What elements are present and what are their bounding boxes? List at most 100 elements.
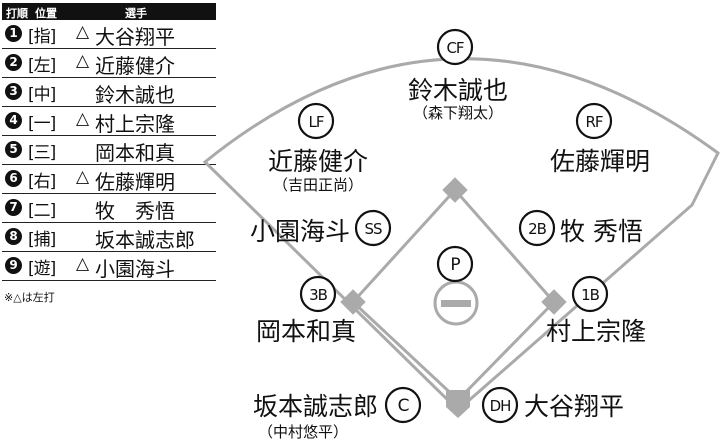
pitchers-plate [441,300,471,307]
position-cell: [中] [28,85,56,105]
third-base [340,289,366,315]
batting-order-badge: 7 [5,199,22,216]
second-base [442,177,468,203]
row-divider [2,135,216,136]
lineup-row: 3 [中] 鈴木誠也 [0,79,222,107]
player-name: 大谷翔平 [95,25,175,49]
position-cell: [遊] [28,259,56,279]
player-name: 近藤健介 [268,147,368,176]
position-rf: RF 佐藤輝明 [550,102,650,176]
position-2b: 2B 牧 秀悟 [518,209,643,247]
row-divider [2,251,216,252]
position-ss: SS 小園海斗 [250,209,392,247]
batting-order-badge: 5 [5,141,22,158]
lineup-header: 打順 位置 選手 [2,3,216,20]
position-code: RF [585,113,602,131]
left-hand-mark: △ [76,254,90,274]
position-cell: [指] [28,27,56,47]
batting-order-badge: 2 [5,54,22,71]
row-divider [2,193,216,194]
row-divider [2,280,216,281]
position-badge [436,28,474,66]
position-badge [354,209,392,247]
substitute-name: （中村悠平） [258,423,348,441]
position-badge [518,209,556,247]
outfield-fence [202,57,720,413]
position-dh: DH 大谷翔平 [481,386,624,424]
left-hand-mark: △ [76,109,90,129]
header-order: 打順 [6,7,28,20]
batting-order-badge: 8 [5,228,22,245]
lineup-row: 6 [右] △佐藤輝明 [0,166,222,194]
player-name: 小園海斗 [95,257,175,281]
batting-order-badge: 6 [5,170,22,187]
position-code: CF [446,39,463,57]
player-name: 鈴木誠也 [95,83,175,107]
lineup-row: 1 [指] △大谷翔平 [0,21,222,49]
lineup-row: 7[二]牧 秀悟 [0,195,222,223]
position-badge [384,386,422,424]
position-1b: 1B 村上宗隆 [546,275,646,346]
batting-order-badge: 3 [5,83,22,100]
lineup-row: 9 [遊] △小園海斗 [0,253,222,281]
row-divider [2,48,216,49]
batting-order-badge: 1 [5,25,22,42]
player-name: 小園海斗 [250,217,350,246]
home-plate [446,390,470,418]
position-code: P [450,255,460,275]
position-code: C [398,396,409,416]
position-p: P [436,245,474,283]
player-name: 佐藤輝明 [95,170,175,194]
position-badge [481,386,519,424]
position-code: SS [364,220,382,238]
player-name: 鈴木誠也 [408,76,508,105]
player-name: 村上宗隆 [95,112,175,136]
position-cell: [左] [28,56,56,76]
player-name: 村上宗隆 [546,317,646,346]
position-cell: [右] [28,172,56,192]
position-badge [297,102,335,140]
position-cell: [捕] [28,230,56,250]
row-divider [2,77,216,78]
position-c: C 坂本誠志郎 （中村悠平） [253,386,422,441]
position-lf: LF 近藤健介（吉田正尚） [268,102,368,194]
lineup-row: 8 [捕] 坂本誠志郎 [0,224,222,252]
lineup-row: 5 [三] 岡本和真 [0,137,222,165]
player-name: 佐藤輝明 [550,147,650,176]
lineup-row: 4 [一] △村上宗隆 [0,108,222,136]
position-badge [571,275,609,313]
batting-order-badge: 9 [5,257,22,274]
substitute-name: （吉田正尚） [273,176,363,194]
position-cf: CF 鈴木誠也（森下翔太） [408,28,508,122]
left-hand-mark: △ [76,167,90,187]
position-code: LF [309,113,324,131]
player-name: 坂本誠志郎 [253,392,378,421]
player-name: 岡本和真 [95,141,175,165]
left-hand-mark: △ [76,51,90,71]
player-name: 大谷翔平 [524,392,624,421]
batting-order-badge: 4 [5,112,22,129]
header-player: 選手 [125,7,147,20]
substitute-name: （森下翔太） [413,104,503,122]
first-base [541,289,567,315]
position-cell: [一] [28,114,56,134]
position-badge [575,102,613,140]
position-cell: [三] [28,143,56,163]
player-name: 牧 秀悟 [560,217,643,246]
position-code: 1B [581,286,600,304]
player-name: 近藤健介 [95,54,175,78]
position-code: 2B [528,220,547,238]
player-name: 坂本誠志郎 [95,228,195,252]
position-3b: 3B 岡本和真 [256,275,356,346]
position-code: 3B [309,286,328,304]
position-code: DH [490,397,511,415]
row-divider [2,164,216,165]
lineup-row: 2 [左] △近藤健介 [0,50,222,78]
left-hand-mark: △ [76,22,90,42]
player-name: 岡本和真 [256,317,356,346]
left-handed-note: ※△は左打 [4,291,55,304]
player-name: 牧 秀悟 [95,199,175,223]
row-divider [2,222,216,223]
row-divider [2,106,216,107]
